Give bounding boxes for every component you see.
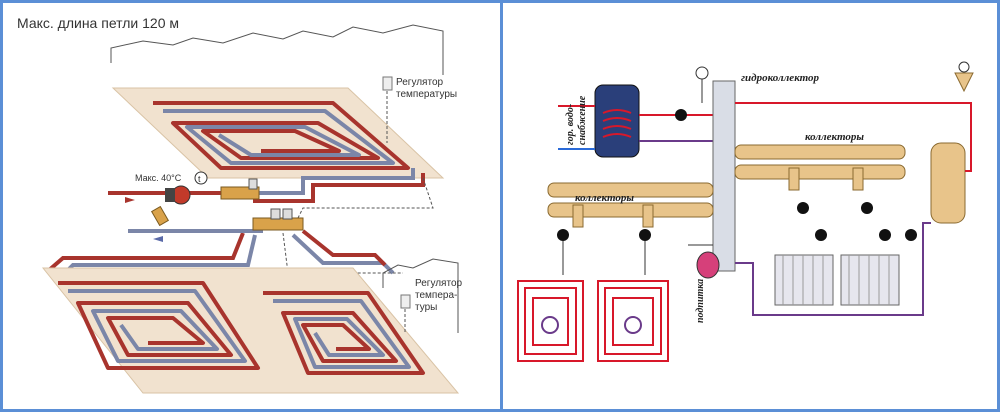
upper-wall-outline xyxy=(110,24,444,75)
pump-icon xyxy=(639,229,651,241)
regulator-bottom-label-1: Регулятор xyxy=(415,278,462,289)
collectors-right-label: коллекторы xyxy=(805,131,864,143)
pump-icon xyxy=(879,229,891,241)
hydraulic-separator-scheme: гор. водо- снабжение гидроколлектор колл… xyxy=(500,0,1000,412)
right-collectors xyxy=(734,144,906,191)
pressure-gauge-icon xyxy=(695,66,709,80)
thermostat-icon xyxy=(400,294,411,309)
underfloor-heating-diagram: Макс. длина петли 120 м Регулятор темпер… xyxy=(0,0,503,412)
hydrocollector-label: гидроколлектор xyxy=(741,72,820,84)
hydrocollector-column xyxy=(712,80,736,272)
hot-water-label-2: снабжение xyxy=(577,95,588,145)
regulator-bottom-label-3: туры xyxy=(415,302,437,313)
left-collectors xyxy=(547,182,714,228)
regulator-top-label-2: температуры xyxy=(396,89,457,100)
thermostat-icon xyxy=(382,76,393,91)
connecting-pipes xyxy=(46,168,425,277)
thermometer-label: t xyxy=(198,174,201,184)
radiators xyxy=(774,254,900,306)
pump-icon xyxy=(815,229,827,241)
pump-icon xyxy=(675,109,687,121)
thermometer-icon xyxy=(194,171,208,185)
max-loop-length-title: Макс. длина петли 120 м xyxy=(17,15,179,31)
feed-label: подпитка xyxy=(695,279,706,323)
pump-icon xyxy=(557,229,569,241)
regulator-bottom-label-2: темпера- xyxy=(415,290,457,301)
collectors-left-label: коллекторы xyxy=(575,192,634,204)
lower-floor-heating-loop-left xyxy=(58,281,260,370)
three-way-valve-icon xyxy=(861,202,873,214)
three-way-valve-icon xyxy=(797,202,809,214)
lower-floor-heating-loop-right xyxy=(263,291,425,375)
hot-water-label-1: гор. водо- xyxy=(565,104,576,145)
expansion-vessel-icon xyxy=(954,72,974,93)
boiler xyxy=(930,142,966,224)
expansion-tank-icon xyxy=(696,251,720,279)
max-temp-label: Макс. 40°C xyxy=(135,173,182,183)
pump-icon xyxy=(905,229,917,241)
regulator-top-label-1: Регулятор xyxy=(396,77,443,88)
pump-manifold-assembly xyxy=(108,178,304,242)
floor-heating-coils xyxy=(517,280,669,362)
hot-water-tank xyxy=(594,84,640,158)
upper-floor-heating-loop xyxy=(153,101,410,170)
